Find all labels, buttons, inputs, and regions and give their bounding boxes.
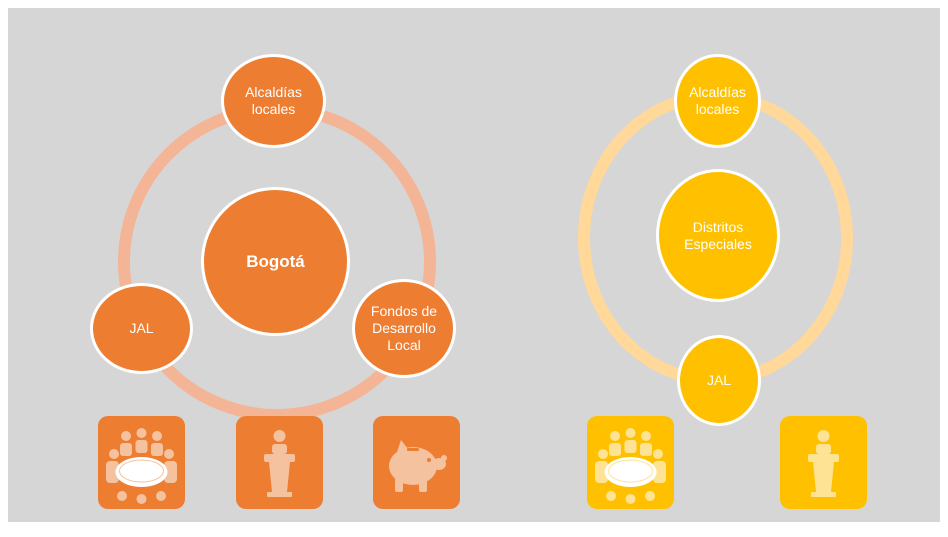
piggy-tile-orange: [373, 416, 460, 509]
meeting-tile-orange: [98, 416, 185, 509]
distritos-jal-node: JAL: [677, 335, 761, 426]
distritos-alcaldias-label: Alcaldías locales: [689, 84, 746, 117]
bogota-center-node: Bogotá: [201, 187, 350, 336]
meeting-table-icon: [106, 428, 177, 504]
bogota-jal-node: JAL: [90, 283, 193, 374]
distritos-center-label: Distritos Especiales: [684, 218, 752, 252]
podium-speaker-icon: [264, 430, 295, 497]
meeting-tile-yellow: [587, 416, 674, 509]
distritos-jal-label: JAL: [706, 372, 732, 388]
distritos-alcaldias-node: Alcaldías locales: [674, 54, 761, 148]
bogota-alcaldias-label: Alcaldías locales: [245, 84, 302, 117]
podium-tile-yellow: [780, 416, 867, 509]
bogota-jal-label: JAL: [129, 320, 154, 336]
podium-tile-orange: [236, 416, 323, 509]
podium-speaker-icon: [808, 430, 839, 497]
distritos-center-node: Distritos Especiales: [656, 169, 780, 302]
bogota-center-label: Bogotá: [246, 252, 305, 271]
piggy-bank-icon: [389, 440, 447, 492]
bogota-alcaldias-node: Alcaldías locales: [221, 54, 326, 148]
bogota-fondos-node: Fondos de Desarrollo Local: [352, 279, 456, 378]
meeting-table-icon: [595, 428, 666, 504]
bogota-fondos-label: Fondos de Desarrollo Local: [370, 303, 438, 353]
